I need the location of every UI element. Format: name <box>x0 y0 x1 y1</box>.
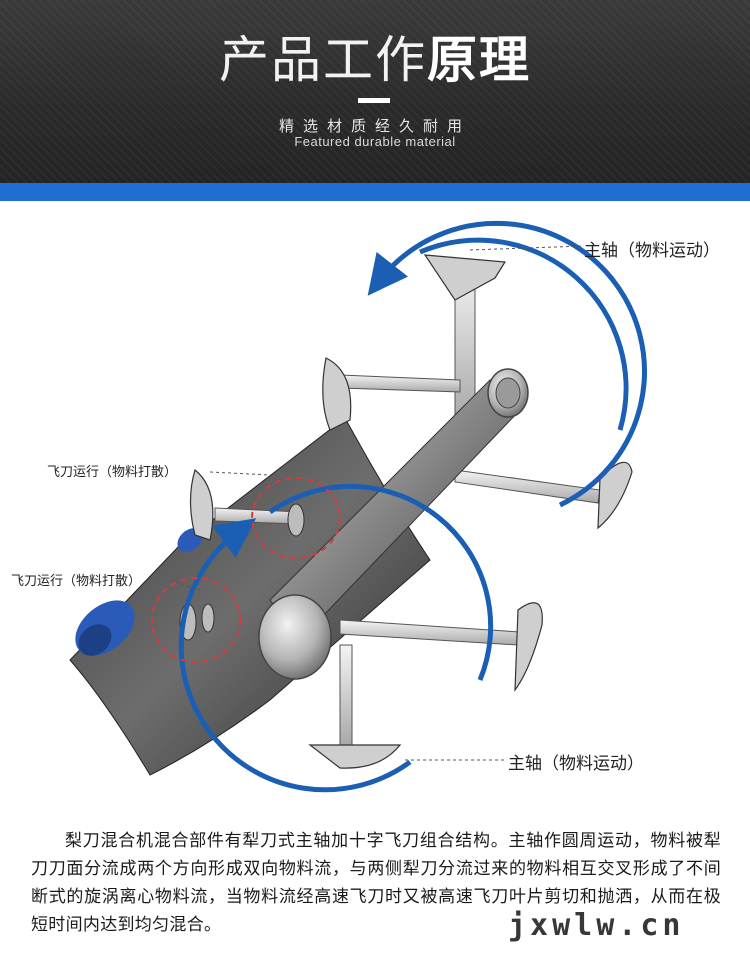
rotation-circle-bottom <box>178 483 494 793</box>
subtitle-chinese: 精选材质经久耐用 <box>278 117 471 135</box>
plough-arm <box>214 264 601 746</box>
label-fly-knife-2: 飞刀运行（物料打散） <box>11 574 142 589</box>
plough-blade <box>189 254 633 769</box>
title-underline <box>358 98 390 103</box>
main-shaft <box>258 368 529 680</box>
page-title: 产品工作原理 <box>0 30 750 90</box>
title-bold-part: 原理 <box>427 31 531 89</box>
rotation-circle-top <box>367 220 647 508</box>
accent-stripe <box>0 183 750 201</box>
trough-plate <box>69 417 431 776</box>
label-main-shaft-bottom: 主轴（物料运动） <box>508 754 644 774</box>
label-fly-knife-1: 飞刀运行（物料打散） <box>47 465 178 480</box>
leader-line <box>169 245 585 761</box>
fly-knife <box>179 503 305 641</box>
mixer-diagram <box>69 220 647 793</box>
fly-knife-circle <box>151 477 341 663</box>
header-banner: 产品工作原理 精选材质经久耐用 Featured durable materia… <box>0 0 750 183</box>
subtitle-english: Featured durable material <box>294 134 456 149</box>
watermark-text: jxwlw.cn <box>508 908 685 943</box>
description-paragraph: 梨刀混合机混合部件有犁刀式主轴加十字飞刀组合结构。主轴作圆周运动，物料被犁刀刀面… <box>31 831 721 935</box>
title-light-part: 产品工作 <box>219 31 427 89</box>
label-main-shaft-top: 主轴（物料运动） <box>584 241 720 261</box>
